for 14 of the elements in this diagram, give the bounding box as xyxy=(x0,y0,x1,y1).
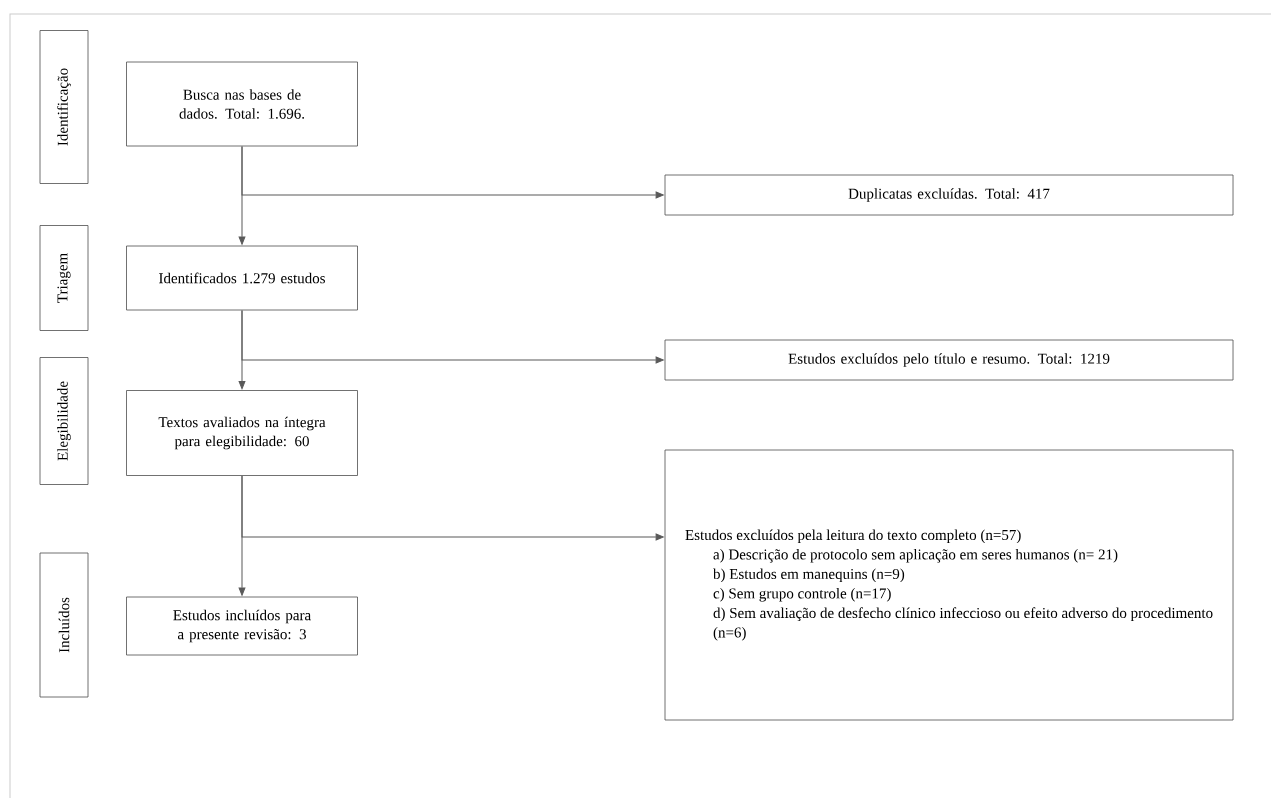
exclusion-box: Estudos excluídos pela leitura do texto completo (n=57) a) Descrição de protocolo sem aplicação em seres humanos (n= 21) b) Estudos em manequins (n=9) c) Sem grupo controle (n=17) d) Sem avaliação de desfecho clínico infeccioso ou efeito adverso do procedimento (n=6) xyxy=(664,449,1234,721)
arrow xyxy=(238,309,246,390)
process-box: Duplicatas excluídas. Total: 417 xyxy=(664,174,1234,216)
stage-label-box: Triagem xyxy=(39,225,89,331)
stage-label-box: Elegibilidade xyxy=(39,357,89,485)
stage-label-box: Incluídos xyxy=(39,552,89,698)
process-box: Estudos incluídos para a presente revisão: 3 xyxy=(126,596,358,656)
process-box: Identificados 1.279 estudos xyxy=(126,245,358,311)
process-box: Textos avaliados na íntegra para elegibilidade: 60 xyxy=(126,390,358,476)
arrow xyxy=(238,475,246,596)
process-box: Estudos excluídos pelo título e resumo. Total: 1219 xyxy=(664,339,1234,381)
arrow xyxy=(238,145,246,245)
process-box: Busca nas bases de dados. Total: 1.696. xyxy=(126,61,358,147)
stage-label-box: Identificação xyxy=(39,30,89,184)
